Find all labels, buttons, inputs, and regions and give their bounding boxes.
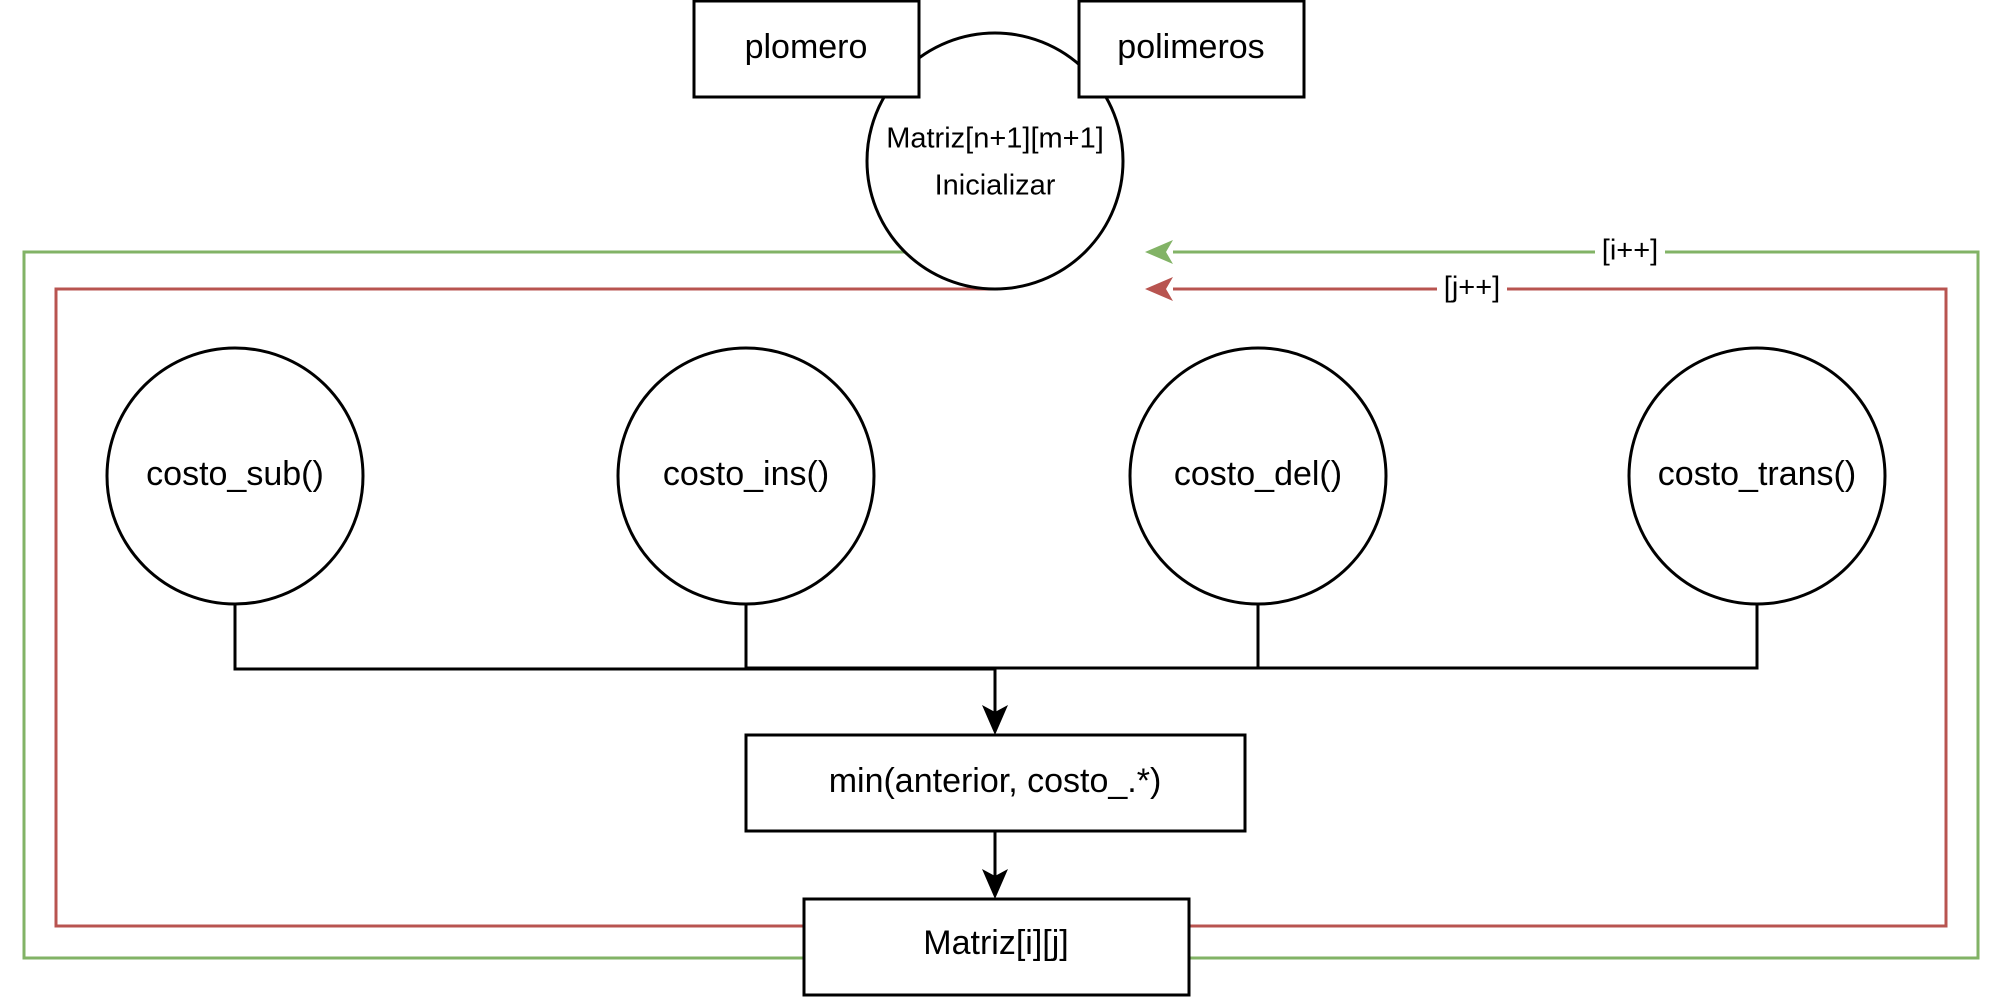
polimeros-label: polimeros: [1117, 28, 1264, 66]
polimeros-node: [1077, 0, 1306, 99]
costo-del-node: [1128, 346, 1388, 606]
i-loop-edge: [22, 250, 905, 960]
i-loop-label-bg: [1595, 233, 1665, 271]
costo-trans-connector: [995, 604, 1759, 670]
matriz-ij-label: Matriz[i][j]: [923, 924, 1068, 962]
costo-sub-label: costo_sub(): [146, 455, 324, 493]
j-loop-label: [j++]: [1444, 272, 1500, 304]
costo-trans-node: [1627, 346, 1887, 606]
costo-del-connector: [995, 604, 1260, 670]
costo-ins-connector: [744, 604, 995, 670]
j-loop-edge-return: [1173, 287, 1948, 928]
i-loop-label: [i++]: [1602, 235, 1658, 267]
j-loop-edge: [54, 287, 998, 928]
matriz-init-line2: Inicializar: [935, 170, 1056, 202]
costo-sub-node: [105, 346, 365, 606]
costo-ins-label: costo_ins(): [663, 455, 829, 493]
i-loop-arrowhead: [1145, 240, 1173, 264]
min-node: [744, 733, 1247, 833]
matriz-init-line1: Matriz[n+1][m+1]: [886, 123, 1104, 155]
costo-del-label: costo_del(): [1174, 455, 1342, 493]
plomero-label: plomero: [745, 28, 868, 66]
j-loop-label-bg: [1437, 270, 1507, 308]
j-loop-arrowhead: [1145, 277, 1173, 301]
merge-to-min-arrowhead: [982, 705, 1008, 735]
min-to-matriz-arrowhead: [982, 869, 1008, 899]
costo-ins-node: [616, 346, 876, 606]
i-loop-edge-return: [1173, 250, 1980, 960]
costo-sub-connector: [233, 604, 995, 671]
plomero-node: [692, 0, 921, 99]
costo-trans-label: costo_trans(): [1658, 455, 1856, 493]
matriz-ij-node: [802, 897, 1191, 997]
matriz-init-node: [865, 31, 1125, 291]
min-label: min(anterior, costo_.*): [829, 762, 1162, 800]
